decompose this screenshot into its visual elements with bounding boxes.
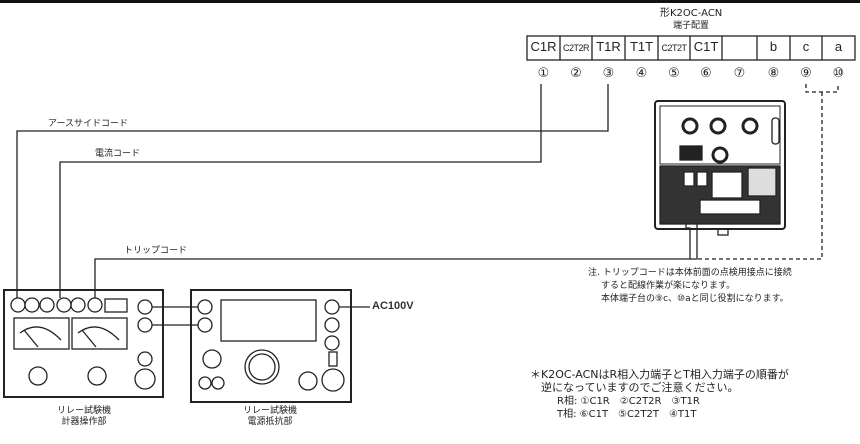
terminal-label: c [802, 39, 810, 54]
note-line-1: 注. トリップコードは本体前面の点検用接点に接続 [588, 268, 792, 278]
terminal-label: a [834, 39, 843, 54]
terminal-number: ⑥ [700, 66, 712, 81]
note-line-2: すると配線作業が楽になります。 [601, 281, 736, 291]
terminal-label: C1R [530, 39, 557, 54]
power-unit-label: リレー試験機電源抵抗部 [242, 406, 297, 427]
caution-t-phase: T相: ⑥C1T ⑤C2T2T ④T1T [557, 409, 697, 420]
ac100v-label: AC100V [372, 300, 414, 312]
meter-unit-label: リレー試験機計器操作部 [56, 406, 111, 427]
earth-cord [16, 84, 609, 298]
model-title: 形K2OC-ACN [660, 8, 723, 19]
caution-r-phase: R相: ①C1R ②C2T2R ③T1R [557, 396, 700, 407]
terminal-label: T1T [629, 39, 654, 54]
terminal-layout-title: 端子配置 [673, 21, 710, 31]
terminal-label: C2T2T [661, 43, 687, 53]
terminal-label: T1R [596, 39, 621, 54]
terminal-number: ⑦ [733, 66, 746, 81]
note-line-3: 本体端子台の⑨c、⑩aと同じ役割になります。 [601, 294, 789, 304]
terminal-block [526, 35, 856, 61]
current-cord-label: 電流コード [95, 149, 141, 159]
caution-line-1: ＊K2OC-ACNはR相入力端子とT相入力端子の順番が [530, 368, 789, 381]
trip-dashed-link [805, 84, 839, 93]
terminal-number: ② [570, 66, 582, 81]
terminal-number: ⑨ [800, 66, 812, 81]
terminal-number: ① [537, 66, 550, 81]
meter-unit [3, 289, 164, 398]
terminal-number: ④ [635, 66, 648, 81]
relay-device [654, 100, 786, 236]
terminal-number: ⑤ [668, 66, 680, 81]
terminal-number: ⑩ [832, 66, 845, 81]
current-cord [59, 84, 542, 298]
terminal-label: b [769, 39, 778, 54]
trip-cord-label: トリップコード [124, 246, 188, 256]
terminal-number: ⑧ [767, 66, 780, 81]
earth-cord-label: アースサイドコード [48, 119, 129, 129]
caution-line-2: 逆になっていますのでご注意ください。 [541, 381, 739, 394]
terminal-number: ③ [602, 66, 615, 81]
top-border [0, 0, 860, 3]
terminal-label: C1T [693, 39, 719, 54]
power-unit [190, 289, 352, 403]
terminal-label: C2T2R [562, 43, 590, 53]
